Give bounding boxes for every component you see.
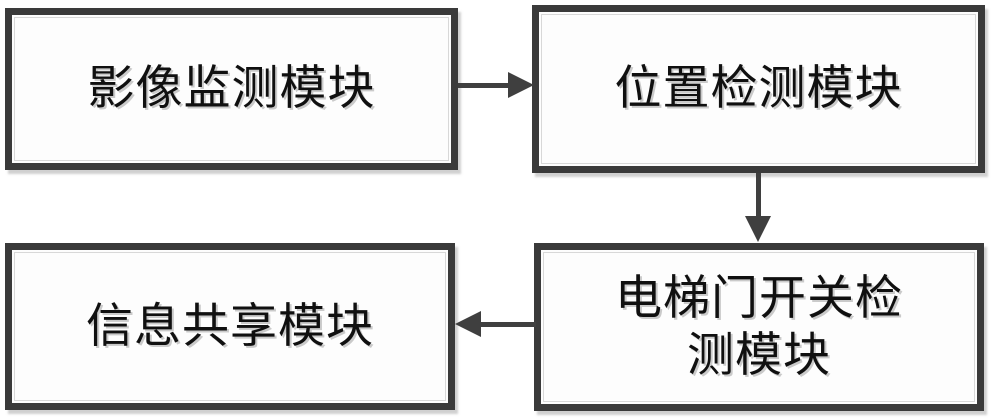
arrowhead-right-icon [508, 72, 534, 98]
node-label-info-share: 信息共享模块 [86, 298, 374, 354]
arrowhead-left-icon [455, 311, 481, 337]
node-label-door-switch: 电梯门开关检 测模块 [615, 270, 903, 383]
arrowhead-down-icon [745, 216, 771, 242]
flowchart-node-image-monitor[interactable]: 影像监测模块 [5, 8, 458, 170]
connector-line [756, 173, 761, 225]
flowchart-node-info-share[interactable]: 信息共享模块 [5, 243, 455, 410]
connector-line [458, 83, 516, 88]
flowchart-node-position-detect[interactable]: 位置检测模块 [532, 5, 985, 173]
node-label-position-detect: 位置检测模块 [614, 61, 903, 117]
connector-line [478, 322, 536, 327]
flowchart-node-door-switch[interactable]: 电梯门开关检 测模块 [534, 243, 984, 411]
node-label-image-monitor: 影像监测模块 [87, 61, 376, 117]
